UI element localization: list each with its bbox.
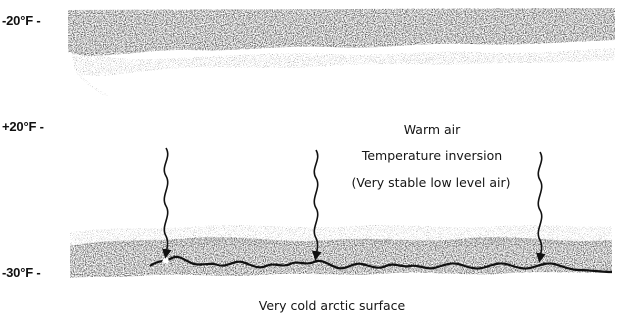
arctic-surface-band <box>70 224 613 278</box>
temperature-label-bottom: -30°F - <box>2 265 41 280</box>
heat-arrow-middle <box>312 149 322 261</box>
upper-air-band <box>68 8 615 97</box>
warm-air-caption: Warm air <box>403 122 461 137</box>
stable-air-caption: (Very stable low level air) <box>351 175 511 190</box>
heat-arrow-right <box>536 151 546 263</box>
heat-arrow-left <box>162 147 172 259</box>
temperature-label-middle: +20°F - <box>2 119 44 134</box>
inversion-caption: Temperature inversion <box>361 148 503 163</box>
surface-caption: Very cold arctic surface <box>258 298 406 313</box>
temperature-label-top: -20°F - <box>2 13 41 28</box>
surface-line <box>149 255 613 274</box>
